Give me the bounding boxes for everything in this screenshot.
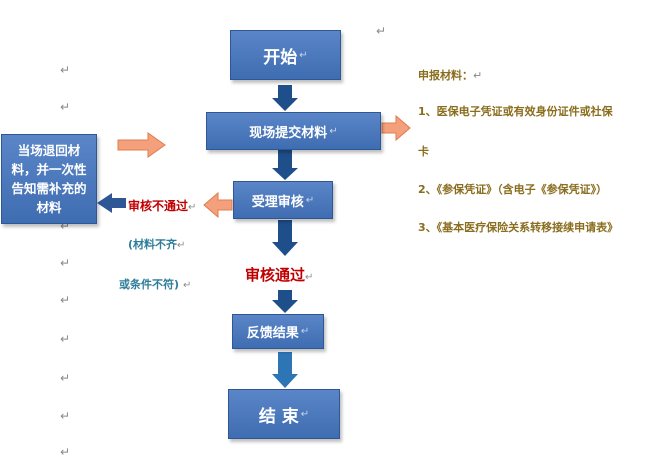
review-label: 受理审核 bbox=[251, 194, 304, 210]
paragraph-mark: ↵ bbox=[60, 63, 71, 77]
paragraph-mark: ↵ bbox=[299, 49, 308, 61]
orange-arrow-submit-to-materials bbox=[381, 114, 411, 142]
paragraph-mark: ↵ bbox=[60, 332, 71, 346]
arrow-pass-to-feedback bbox=[272, 290, 298, 313]
arrow-submit-to-review bbox=[272, 150, 298, 180]
start-node: 开始↵ bbox=[230, 30, 341, 80]
paragraph-mark: ↵ bbox=[60, 409, 71, 423]
orange-arrow-return-to-submit bbox=[117, 132, 166, 158]
paragraph-mark: ↵ bbox=[376, 24, 387, 38]
paragraph-mark: ↵ bbox=[60, 256, 71, 270]
review-node: 受理审核↵ bbox=[233, 181, 333, 219]
feedback-label: 反馈结果 bbox=[246, 326, 299, 341]
paragraph-mark: ↵ bbox=[329, 125, 338, 137]
submit-materials-label: 现场提交材料 bbox=[249, 125, 328, 141]
start-label: 开始 bbox=[263, 47, 298, 68]
submit-materials-node: 现场提交材料↵ bbox=[206, 112, 381, 150]
end-node: 结 束↵ bbox=[228, 389, 340, 439]
materials-item-3: 3、《基本医疗保险关系转移接续申请表》 bbox=[418, 221, 619, 234]
paragraph-mark: ↵ bbox=[60, 445, 71, 459]
orange-arrow-review-to-fail bbox=[203, 191, 233, 219]
materials-item-1-cont: 卡 bbox=[418, 145, 429, 158]
failed-note-line-1: (材料不齐↵ bbox=[128, 238, 186, 251]
return-materials-label: 当场退回材料，并一次性告知需补充的材料 bbox=[11, 143, 87, 215]
review-failed-label: 审核不通过↵ bbox=[128, 199, 197, 213]
paragraph-mark: ↵ bbox=[300, 408, 310, 420]
failed-note-line-2: 或条件不符)↵ bbox=[119, 278, 192, 291]
paragraph-mark: ↵ bbox=[60, 219, 71, 233]
arrow-start-to-submit bbox=[272, 85, 298, 111]
arrow-review-to-pass bbox=[272, 220, 298, 256]
paragraph-mark: ↵ bbox=[300, 326, 310, 337]
materials-item-1: 1、医保电子凭证或有效身份证件或社保 bbox=[418, 105, 613, 118]
end-label: 结 束 bbox=[258, 406, 299, 427]
materials-item-2: 2、《参保凭证》（含电子《参保凭证》） bbox=[418, 183, 608, 196]
review-passed-label: 审核通过↵ bbox=[245, 266, 314, 284]
paragraph-mark: ↵ bbox=[60, 100, 71, 114]
paragraph-mark: ↵ bbox=[305, 194, 315, 206]
return-materials-node: 当场退回材料，并一次性告知需补充的材料 bbox=[1, 134, 97, 224]
feedback-node: 反馈结果↵ bbox=[232, 314, 324, 349]
arrow-feedback-to-end bbox=[272, 352, 298, 388]
materials-title: 申报材料：↵ bbox=[418, 69, 483, 82]
paragraph-mark: ↵ bbox=[60, 371, 71, 385]
arrow-fail-to-return bbox=[97, 193, 126, 213]
paragraph-mark: ↵ bbox=[60, 293, 71, 307]
